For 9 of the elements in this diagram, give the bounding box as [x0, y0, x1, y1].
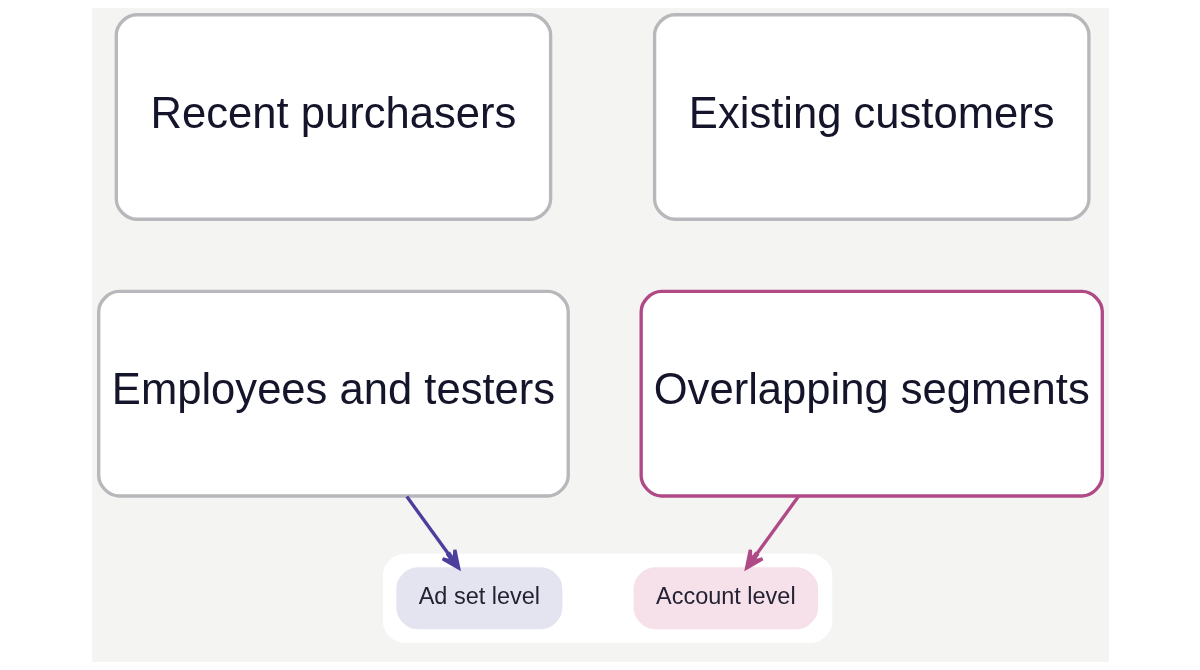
- node-box: Account level: [633, 567, 818, 630]
- node-box: Recent purchasers: [114, 13, 552, 221]
- node-box: Overlapping segments: [639, 289, 1104, 498]
- arrow: [744, 495, 800, 570]
- node-box: Employees and testers: [96, 289, 570, 498]
- arrow: [404, 495, 460, 570]
- node-box: Existing customers: [652, 13, 1091, 221]
- node-box: Ad set level: [395, 567, 562, 630]
- cluster: [382, 553, 832, 643]
